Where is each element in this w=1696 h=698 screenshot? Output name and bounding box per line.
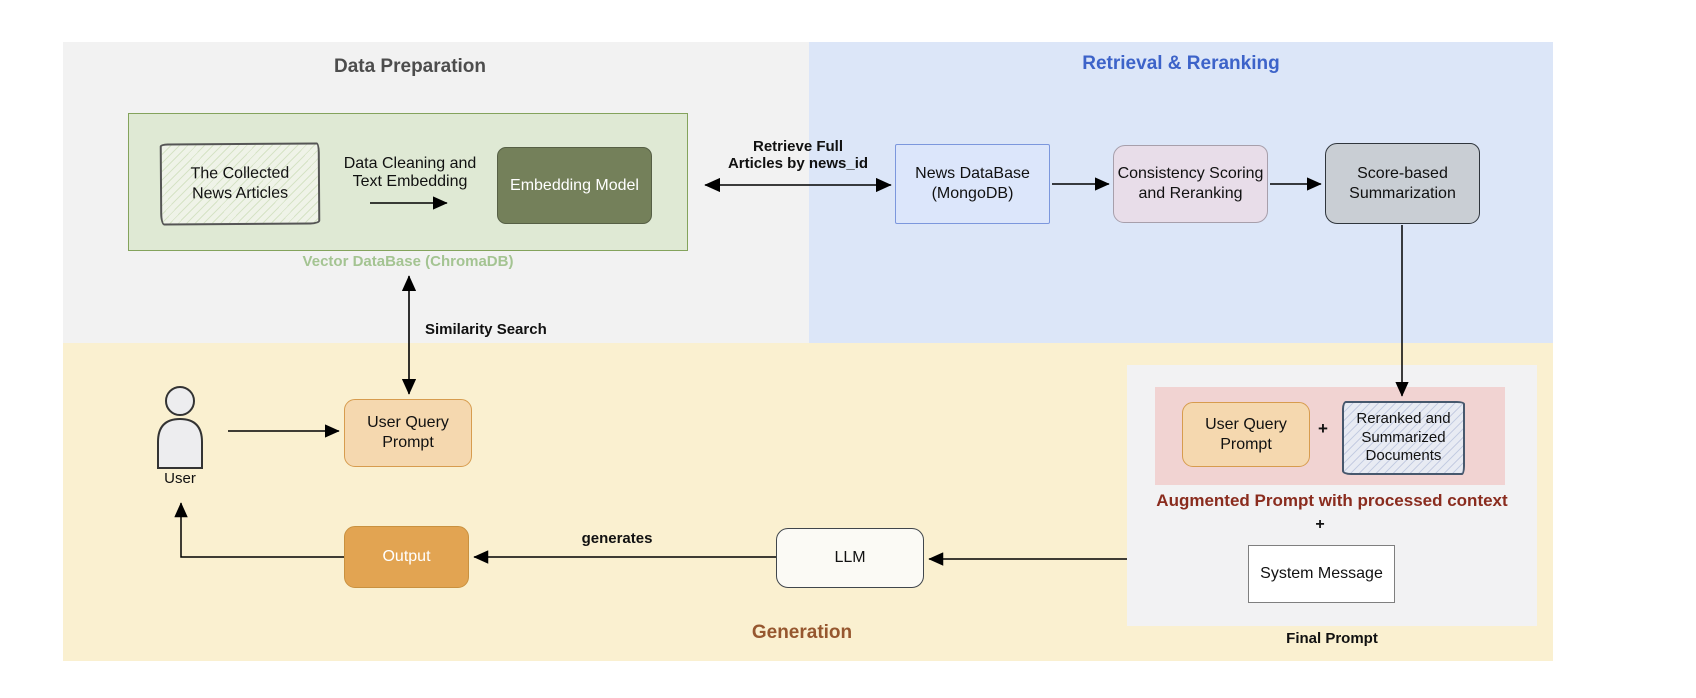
augmented-prompt-label: Augmented Prompt with processed context (1156, 491, 1508, 510)
data-preparation-title: Data Preparation (333, 56, 487, 77)
output-box: Output (344, 526, 469, 588)
retrieval-reranking-title: Retrieval & Reranking (1082, 53, 1280, 74)
generation-title: Generation (751, 622, 853, 643)
news-database-box: News DataBase (MongoDB) (895, 144, 1050, 224)
retrieve-full-label: Retrieve Full Articles by news_id (727, 138, 869, 172)
system-message-box: System Message (1248, 545, 1395, 603)
user-query-prompt-box: User Query Prompt (344, 399, 472, 467)
llm-box: LLM (776, 528, 924, 588)
final-user-query-prompt-box: User Query Prompt (1182, 402, 1310, 467)
score-summarization-box: Score-based Summarization (1325, 143, 1480, 224)
embedding-model-box: Embedding Model (497, 147, 652, 224)
reranked-docs-box: Reranked and Summarized Documents (1342, 401, 1465, 475)
consistency-scoring-box: Consistency Scoring and Reranking (1113, 145, 1268, 223)
final-prompt-label: Final Prompt (1286, 630, 1378, 647)
user-icon (157, 386, 203, 469)
data-cleaning-label: Data Cleaning and Text Embedding (343, 155, 477, 190)
plus-sign-1: + (1318, 419, 1328, 438)
plus-sign-2: + (1315, 516, 1325, 533)
similarity-search-label: Similarity Search (425, 321, 547, 338)
vector-db-label: Vector DataBase (ChromaDB) (302, 253, 514, 270)
generates-label: generates (581, 530, 653, 547)
collected-news-articles-box: The Collected News Articles (159, 142, 321, 226)
user-label: User (164, 470, 196, 487)
